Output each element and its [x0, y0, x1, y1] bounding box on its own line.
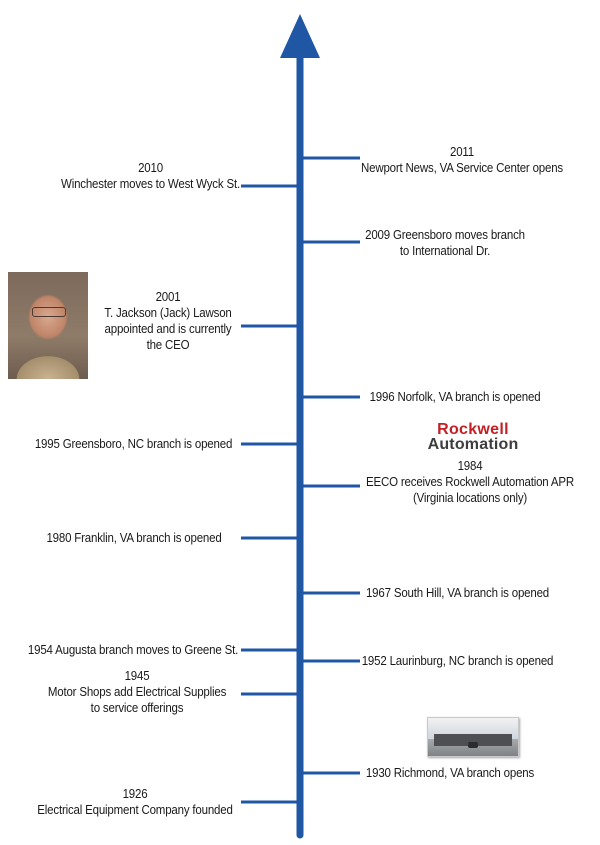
event-2011: 2011 Newport News, VA Service Center ope…: [361, 144, 563, 176]
event-1984-line-1: 1984: [457, 459, 483, 473]
ceo-photo: [8, 272, 88, 379]
event-1926-line-2: Electrical Equipment Company founded: [37, 803, 233, 817]
event-2010-line-1: 2010: [138, 161, 163, 175]
event-1984: 1984 EECO receives Rockwell Automation A…: [360, 458, 581, 506]
event-2011-line-2: Newport News, VA Service Center opens: [361, 161, 563, 175]
event-1945-line-3: to service offerings: [90, 701, 184, 715]
event-2011-line-1: 2011: [449, 145, 475, 159]
rockwell-automation-logo: Rockwell Automation: [413, 421, 533, 453]
timeline-arrowhead: [280, 14, 320, 58]
event-1952-line-1: 1952 Laurinburg, NC branch is opened: [361, 654, 554, 668]
event-1980: 1980 Franklin, VA branch is opened: [42, 530, 226, 546]
event-2001: 2001 T. Jackson (Jack) Lawson appointed …: [94, 289, 241, 353]
event-2001-line-3: appointed and is currently: [104, 322, 232, 336]
event-1995-line-1: 1995 Greensboro, NC branch is opened: [34, 437, 233, 451]
event-2001-line-2: T. Jackson (Jack) Lawson: [104, 306, 232, 320]
event-1996-line-1: 1996 Norfolk, VA branch is opened: [369, 390, 541, 404]
event-2001-line-4: the CEO: [146, 338, 190, 352]
event-2001-line-1: 2001: [155, 290, 181, 304]
event-1954: 1954 Augusta branch moves to Greene St.: [27, 642, 239, 658]
event-1945: 1945 Motor Shops add Electrical Supplies…: [40, 668, 233, 716]
event-1967: 1967 South Hill, VA branch is opened: [359, 585, 557, 601]
event-1930: 1930 Richmond, VA branch opens: [358, 765, 542, 781]
event-2009-line-1: 2009 Greensboro moves branch: [365, 228, 525, 242]
event-1926: 1926 Electrical Equipment Company founde…: [34, 786, 236, 818]
event-2009: 2009 Greensboro moves branch to Internat…: [353, 227, 537, 259]
event-1930-line-1: 1930 Richmond, VA branch opens: [365, 766, 535, 780]
event-1954-line-1: 1954 Augusta branch moves to Greene St.: [27, 643, 239, 657]
event-1926-line-1: 1926: [122, 787, 148, 801]
event-1945-line-1: 1945: [124, 669, 150, 683]
event-1945-line-2: Motor Shops add Electrical Supplies: [47, 685, 227, 699]
event-2009-line-2: to International Dr.: [399, 244, 491, 258]
event-1952: 1952 Laurinburg, NC branch is opened: [359, 653, 557, 669]
event-1984-line-2: EECO receives Rockwell Automation APR: [366, 475, 574, 489]
richmond-building-photo: [427, 717, 519, 757]
event-1995: 1995 Greensboro, NC branch is opened: [35, 436, 233, 452]
event-1967-line-1: 1967 South Hill, VA branch is opened: [365, 586, 550, 600]
event-2010: 2010 Winchester moves to West Wyck St.: [56, 160, 245, 192]
event-2010-line-2: Winchester moves to West Wyck St.: [61, 177, 240, 191]
event-1980-line-1: 1980 Franklin, VA branch is opened: [46, 531, 222, 545]
event-1996: 1996 Norfolk, VA branch is opened: [363, 389, 547, 405]
event-1984-line-3: (Virginia locations only): [412, 491, 528, 505]
logo-line-1: Rockwell: [437, 421, 509, 438]
logo-line-2: Automation: [427, 436, 519, 453]
